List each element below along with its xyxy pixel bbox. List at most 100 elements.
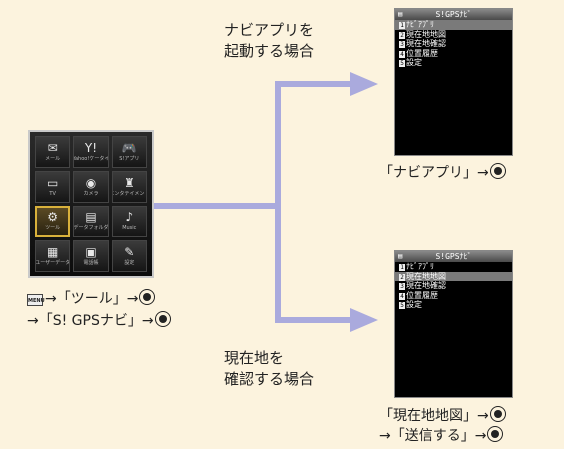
gps-menu-item-label: 設定 [406,300,422,309]
s-appli-icon: 🎮 [121,140,137,155]
yahoo-icon: Y! [84,140,98,155]
gps-menu-item-label: 現在地地図 [406,271,446,281]
bottom-caption-line1: 現在地を [224,349,285,367]
entertainment-icon: ♜ [123,175,135,190]
arrowhead-top [350,72,378,96]
tool-icon: ⚙ [47,210,59,225]
item-number-badge: 2 [399,273,405,281]
connector-trunk [154,81,352,209]
bottom-branch-caption: 現在地を 確認する場合 [224,348,314,390]
instruction-open-tools: MENU→「ツール」→ [27,289,156,309]
gps-menu-item-label: 現在地確認 [406,39,446,48]
tv-icon: ▭ [46,175,59,190]
instruction-line1-text: →「ツール」→ [45,291,139,307]
item-number-badge: 5 [399,302,405,309]
menu-key-icon: MENU [27,294,45,306]
top-caption-line2: 起動する場合 [224,42,315,60]
gps-screen-title: S!GPSﾅﾋﾞ [435,252,472,261]
gps-menu-item-label: 位置履歴 [406,290,438,300]
user-data-icon: ▦ [46,245,59,260]
menu-tile[interactable]: ▦ユーザーデータ [35,240,71,272]
connector-branch-bottom [275,206,352,323]
menu-tile-label: TV [49,190,56,197]
menu-tile-label: ユーザーデータ [35,260,71,267]
menu-tile[interactable]: ♪Music [111,205,147,238]
menu-tile-label: データフォルダ [73,225,109,232]
music-icon: ♪ [125,210,134,225]
instruction-select-gps: →「S! GPSナビ」→ [27,311,171,331]
menu-tile[interactable]: ◉カメラ [73,170,109,203]
menu-tile-label: Music [122,225,137,232]
instruction-navi-app: 「ナビアプリ」→ [379,163,506,183]
gps-menu-item-label: ﾅﾋﾞｱﾌﾟﾘ [406,20,434,29]
menu-tile[interactable]: Y!Yahoo!ケータイ [73,136,109,168]
menu-tile[interactable]: ▤データフォルダ [73,205,109,238]
gps-screen-titlebar: ▤ S!GPSﾅﾋﾞ [395,251,512,262]
menu-tile-label: カメラ [83,190,99,197]
menu-tile[interactable]: 🎮S!アプリ [111,136,147,168]
main-menu-screen: ✉メールY!Yahoo!ケータイ🎮S!アプリ▭TV◉カメラ♜エンタテイメント⚙ツ… [28,130,154,278]
mail-icon: ✉ [47,140,58,155]
bottom-caption-line2: 確認する場合 [224,370,315,388]
item-number-badge: 2 [399,31,405,39]
menu-tile[interactable]: ♜エンタテイメント [111,170,147,203]
gps-menu-item-label: 現在地確認 [406,281,446,290]
gps-menu-item-label: ﾅﾋﾞｱﾌﾟﾘ [406,262,434,271]
item-number-badge: 1 [399,22,405,29]
arrowhead-bottom [350,308,378,332]
menu-tile-label: メール [45,155,61,162]
settings-icon: ✎ [124,245,135,260]
instruction-line2-text: →「S! GPSナビ」→ [27,313,154,329]
menu-tile-label: Yahoo!ケータイ [73,155,109,162]
item-number-badge: 5 [399,60,405,67]
item-number-badge: 3 [399,283,405,290]
center-key-icon [139,289,156,305]
menu-tile[interactable]: ✎設定 [111,240,147,272]
instruction-send: →「送信する」→ [379,426,504,446]
item-number-badge: 4 [399,50,405,58]
folder-icon: ▤ [85,210,97,225]
camera-icon: ◉ [85,175,97,190]
instruction-send-text: →「送信する」→ [379,428,487,444]
menu-tile[interactable]: ▣電話帳 [73,240,109,272]
top-caption-line1: ナビアプリを [224,21,315,39]
menu-tile[interactable]: ▭TV [35,170,71,203]
gps-menu-item-label: 位置履歴 [406,48,438,58]
menu-tile[interactable]: ⚙ツール [35,205,71,238]
gps-menu-item-label: 設定 [406,58,422,67]
item-number-badge: 1 [399,264,405,271]
menu-tile-label: ツール [45,225,61,232]
center-key-icon [487,426,504,442]
instruction-current-map: 「現在地地図」→ [379,406,506,426]
top-branch-caption: ナビアプリを 起動する場合 [224,20,314,62]
menu-tile[interactable]: ✉メール [35,136,71,168]
center-key-icon [489,406,506,422]
menu-tile-label: 設定 [124,260,135,267]
gps-menu-item-label: 現在地地図 [406,29,446,39]
center-key-icon [154,311,171,327]
menu-tile-label: 電話帳 [83,260,99,267]
signal-icon: ▤ [398,252,403,260]
instruction-current-map-text: 「現在地地図」→ [379,408,489,424]
gps-screen-title: S!GPSﾅﾋﾞ [435,10,472,19]
center-key-icon [489,163,506,179]
signal-icon: ▤ [398,10,403,18]
menu-tile-label: S!アプリ [119,155,140,162]
phonebook-icon: ▣ [85,245,97,260]
item-number-badge: 4 [399,292,405,300]
